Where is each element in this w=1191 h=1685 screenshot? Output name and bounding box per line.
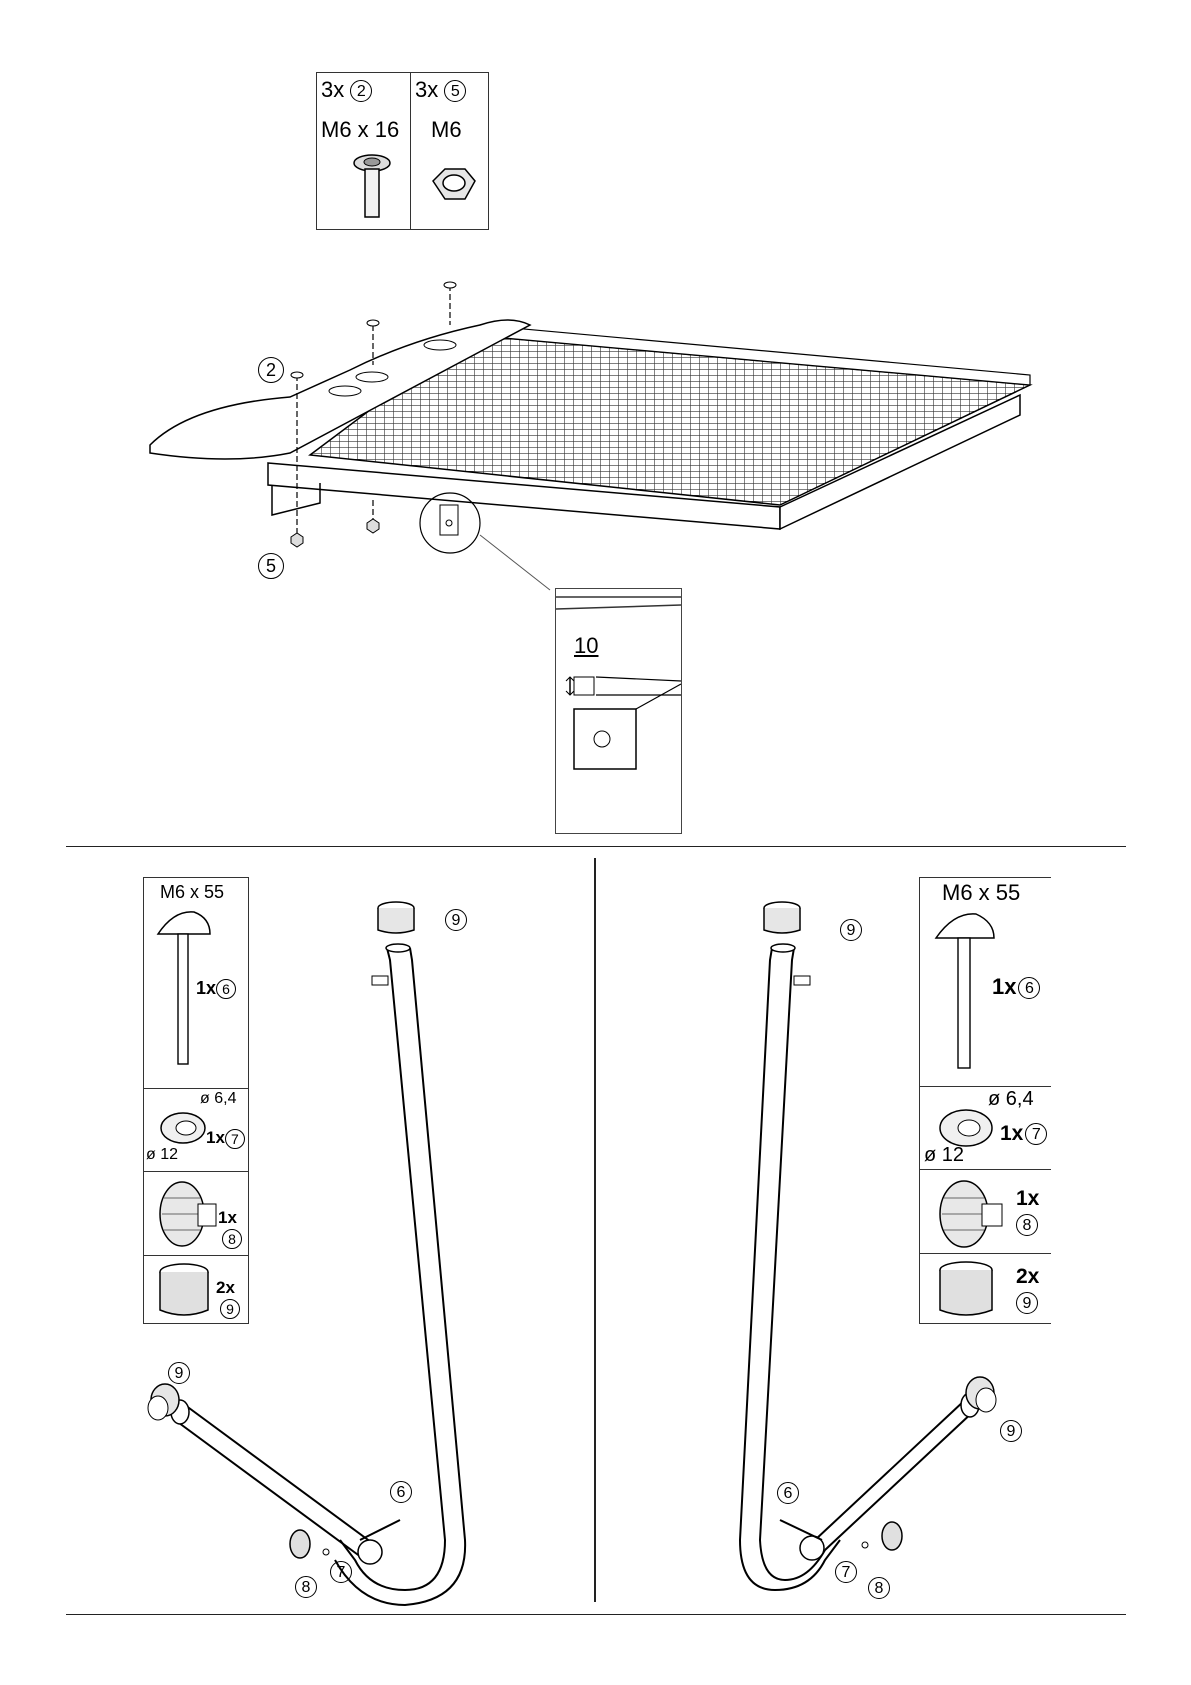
nut-number: 5 xyxy=(444,80,466,102)
nut-size-label: M6 xyxy=(431,117,462,143)
bolt-number: 2 xyxy=(350,80,372,102)
left-frame-illustration xyxy=(140,900,470,1590)
bolt-m6x16-illustration xyxy=(347,153,397,223)
bolt-qty: 3x xyxy=(321,77,344,102)
nut-qty: 3x xyxy=(415,77,438,102)
callout-bolt-2: 2 xyxy=(258,357,284,383)
section-divider-top xyxy=(66,846,1126,847)
tray-illustration xyxy=(150,285,1030,565)
left-callout-bolt: 6 xyxy=(390,1481,412,1503)
section-divider-bottom xyxy=(66,1614,1126,1615)
bolt-size-label: M6 x 16 xyxy=(321,117,399,143)
detail-illustration xyxy=(556,589,681,833)
right-callout-washer: 7 xyxy=(835,1561,857,1583)
detail-dimension: 10 xyxy=(574,633,598,659)
nut-qty-label: 3x 5 xyxy=(415,77,466,103)
bolt-qty-label: 3x 2 xyxy=(321,77,372,103)
detail-box: 10 xyxy=(555,588,682,834)
left-callout-knob: 8 xyxy=(295,1576,317,1598)
left-callout-cap-top: 9 xyxy=(445,909,467,931)
right-frame-illustration xyxy=(730,900,1030,1590)
right-callout-cap-top: 9 xyxy=(840,919,862,941)
left-callout-washer: 7 xyxy=(330,1561,352,1583)
top-parts-box: 3x 2 M6 x 16 3x 5 M6 xyxy=(316,72,489,230)
nut-m6-illustration xyxy=(423,163,483,213)
parts-divider xyxy=(410,73,411,229)
left-callout-cap-end: 9 xyxy=(168,1362,190,1384)
section-divider-vertical xyxy=(594,858,596,1602)
callout-nut-5: 5 xyxy=(258,553,284,579)
right-callout-knob: 8 xyxy=(868,1577,890,1599)
right-callout-cap-end: 9 xyxy=(1000,1420,1022,1442)
right-callout-bolt: 6 xyxy=(777,1482,799,1504)
